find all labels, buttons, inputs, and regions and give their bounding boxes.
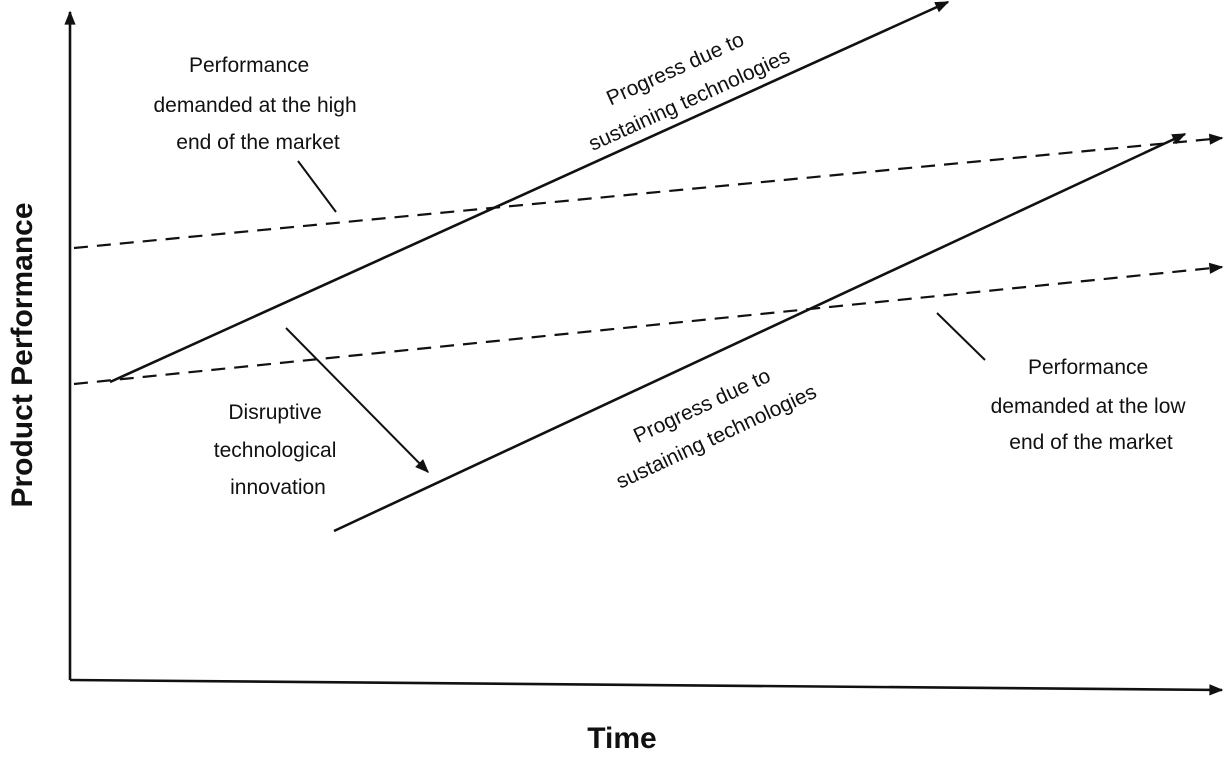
- disruption-label-line-1: Disruptive: [228, 401, 321, 424]
- low-end-leader: [936, 312, 986, 361]
- high-end-leader: [297, 160, 337, 213]
- high-end-demand-line: [73, 133, 1224, 250]
- x-axis-title: Time: [587, 722, 656, 755]
- disruption-label-line-3: innovation: [230, 476, 326, 499]
- high-end-demand-label-line-3: end of the market: [176, 131, 340, 154]
- disruption-label: Disruptive technological innovation: [214, 401, 342, 499]
- lower-progress-label: Progress due to sustaining technologies: [613, 364, 821, 493]
- high-end-demand-label-line-2: demanded at the high: [153, 94, 356, 117]
- x-axis-line: [69, 678, 1224, 696]
- lower-progress-line: [333, 132, 1187, 533]
- low-end-demand-line: [73, 262, 1224, 386]
- disruption-arrow: [285, 327, 429, 473]
- disruption-label-line-2: technological: [214, 439, 337, 462]
- low-end-demand-label-line-3: end of the market: [1009, 431, 1173, 454]
- high-end-demand-label: Performance demanded at the high end of …: [153, 54, 362, 154]
- low-end-demand-label-line-1: Performance: [1028, 356, 1148, 379]
- high-end-demand-label-line-1: Performance: [189, 54, 309, 77]
- low-end-demand-label-line-2: demanded at the low: [991, 395, 1187, 418]
- upper-progress-line: [109, 0, 950, 384]
- upper-progress-label: Progress due to sustaining technologies: [585, 28, 793, 156]
- y-axis-title: Product Performance: [6, 202, 39, 507]
- low-end-demand-label: Performance demanded at the low end of t…: [991, 356, 1192, 454]
